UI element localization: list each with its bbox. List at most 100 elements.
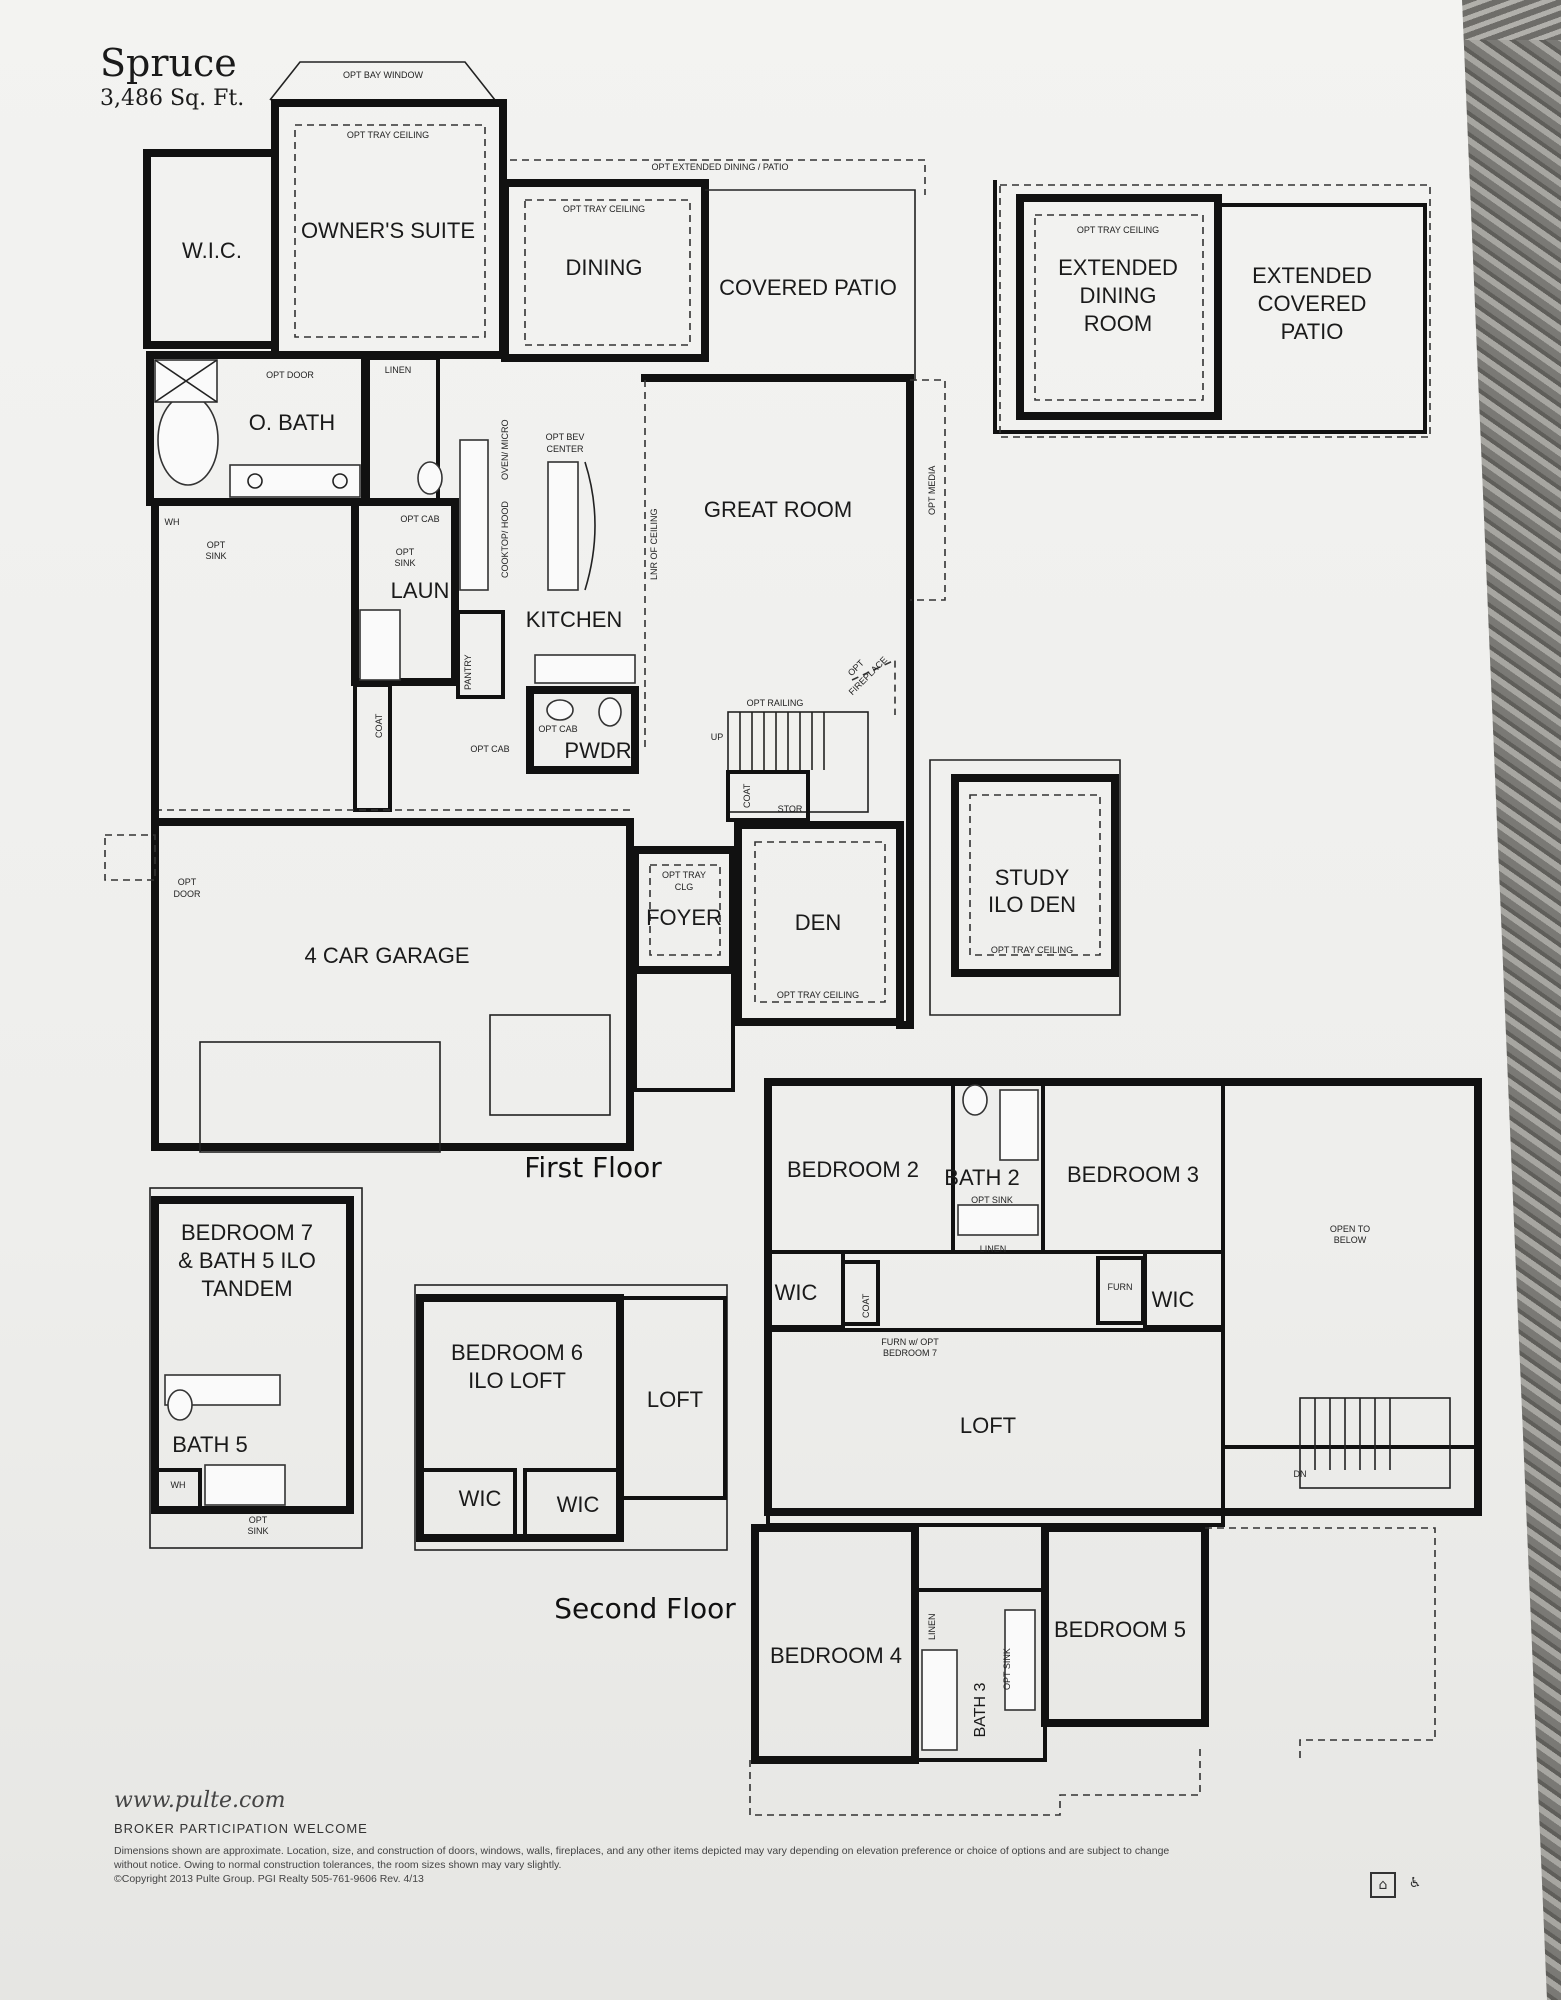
bedroom-5-walls: [1041, 1524, 1209, 1727]
label-great-room: GREAT ROOM: [704, 497, 852, 522]
coat-closet: [353, 683, 392, 812]
label-ext-dining-3: ROOM: [1084, 311, 1152, 336]
open-below-2: BELOW: [1334, 1235, 1367, 1245]
label-bath-2: BATH 2: [944, 1165, 1019, 1190]
label-bed6-1: BEDROOM 6: [451, 1340, 583, 1365]
oven-cabinets: [459, 439, 489, 591]
wh-2-note: WH: [171, 1480, 186, 1490]
open-below-1: OPEN TO: [1330, 1224, 1370, 1234]
opt-media-note: OPT MEDIA: [927, 466, 937, 515]
label-ext-dining-2: DINING: [1080, 283, 1157, 308]
label-ext-patio-2: COVERED: [1258, 291, 1367, 316]
label-den: DEN: [795, 910, 841, 935]
label-bath-3: BATH 3: [972, 1682, 989, 1737]
label-wic-3: WIC: [1152, 1287, 1195, 1312]
pantry-note: PANTRY: [463, 654, 473, 690]
wic-6a-walls: [418, 1468, 517, 1540]
label-wic-2: WIC: [775, 1280, 818, 1305]
plan-name: Spruce: [100, 41, 237, 85]
opt-railing-note: OPT RAILING: [747, 698, 804, 708]
label-ext-patio-3: PATIO: [1281, 319, 1344, 344]
garage-walls: [151, 818, 634, 1151]
opt-bev-note-1: OPT BEV: [546, 432, 585, 442]
room-labels: OPT BAY WINDOW OPT TRAY CEILING OPT EXTE…: [165, 70, 1372, 1737]
great-room-walls: [641, 374, 914, 1029]
garage-door-2: [489, 1014, 611, 1116]
linen-3-note: LINEN: [927, 1613, 937, 1640]
label-owners-suite: OWNER'S SUITE: [301, 218, 475, 243]
label-pwdr: PWDR: [564, 738, 631, 763]
label-bedroom-4: BEDROOM 4: [770, 1643, 902, 1668]
opt-sink-obath-1: OPT: [207, 540, 226, 550]
label-bedroom-3: BEDROOM 3: [1067, 1162, 1199, 1187]
label-bed6-2: ILO LOFT: [468, 1368, 566, 1393]
opt-sink-obath-2: SINK: [205, 551, 226, 561]
opt-tray-ceiling-note: OPT TRAY CEILING: [347, 130, 429, 140]
opt-tray-study-note: OPT TRAY CEILING: [991, 945, 1073, 955]
label-ext-dining-1: EXTENDED: [1058, 255, 1178, 280]
label-garage: 4 CAR GARAGE: [304, 943, 469, 968]
furn-opt-bed7-2: BEDROOM 7: [883, 1348, 937, 1358]
disclaimer: Dimensions shown are approximate. Locati…: [114, 1844, 1184, 1886]
opt-tray-clg-1: OPT TRAY: [662, 870, 706, 880]
opt-door-note: OPT DOOR: [266, 370, 314, 380]
loft-alt-walls: [618, 1296, 727, 1500]
up-note: UP: [711, 732, 724, 742]
label-foyer: FOYER: [646, 905, 722, 930]
opt-sink-bath3-note: OPT SINK: [1002, 1648, 1012, 1690]
dining-walls: [501, 179, 709, 362]
accessibility-icon: ♿: [1408, 1875, 1422, 1891]
label-wic-6a: WIC: [459, 1486, 502, 1511]
label-kitchen: KITCHEN: [526, 607, 623, 632]
pantry: [456, 610, 505, 699]
bedroom-7-outline: [149, 1187, 363, 1549]
coat-2-note: COAT: [861, 1293, 871, 1318]
broker-note: BROKER PARTICIPATION WELCOME: [114, 1821, 368, 1836]
opt-tray-den-note: OPT TRAY CEILING: [777, 990, 859, 1000]
linen-2-note: LINEN: [980, 1244, 1007, 1254]
study-walls: [951, 774, 1119, 977]
opt-sink-bath2-note: OPT SINK: [971, 1195, 1013, 1205]
copyright-text: ©Copyright 2013 Pulte Group. PGI Realty …: [114, 1873, 424, 1885]
kitchen-counter: [534, 654, 636, 684]
dn-note: DN: [1294, 1469, 1307, 1479]
wic-6b-walls: [523, 1468, 622, 1540]
furn-closet: [1096, 1256, 1145, 1325]
oven-micro-note: OVEN/ MICRO: [500, 419, 510, 480]
obath-walls: [146, 351, 369, 506]
vanity: [229, 464, 361, 498]
kitchen-island: [547, 461, 579, 591]
label-study-1: STUDY: [995, 865, 1070, 890]
label-wic: W.I.C.: [182, 238, 242, 263]
opt-garage-door: [104, 834, 156, 881]
disclaimer-text: Dimensions shown are approximate. Locati…: [114, 1845, 1170, 1871]
opt-bev-note-2: CENTER: [546, 444, 584, 454]
website-link[interactable]: www.pulte.com: [114, 1788, 286, 1813]
label-bedroom-2: BEDROOM 2: [787, 1157, 919, 1182]
wh-note: WH: [165, 517, 180, 527]
plan-title-block: Spruce 3,486 Sq. Ft.: [100, 44, 244, 111]
opt-cab-2-note: OPT CAB: [470, 744, 509, 754]
label-study-2: ILO DEN: [988, 892, 1076, 917]
label-loft-alt: LOFT: [647, 1387, 703, 1412]
opt-cab-pwdr-note: OPT CAB: [538, 724, 577, 734]
front-outline: [749, 1745, 1201, 1816]
label-covered-patio: COVERED PATIO: [719, 275, 897, 300]
cooktop-note: COOKTOP/ HOOD: [500, 501, 510, 578]
footer: www.pulte.com BROKER PARTICIPATION WELCO…: [114, 1788, 1184, 1886]
den-walls: [734, 821, 904, 1026]
lnr-ceiling-note: LNR OF CEILING: [649, 508, 659, 580]
label-bed7-1: BEDROOM 7: [181, 1220, 313, 1245]
footer-icons: ⌂ ♿: [1370, 1872, 1426, 1898]
plan-sqft: 3,486 Sq. Ft.: [100, 86, 245, 111]
opt-sink-note-2: SINK: [394, 558, 415, 568]
furn-opt-bed7-1: FURN w/ OPT: [881, 1337, 939, 1347]
pwdr-walls: [526, 686, 639, 774]
label-second-floor: Second Floor: [554, 1592, 736, 1625]
rear-outline: [1205, 1527, 1436, 1760]
bay-window: [269, 61, 496, 101]
coat-closet-2: [841, 1260, 880, 1326]
bedroom-7-walls: [151, 1196, 354, 1514]
